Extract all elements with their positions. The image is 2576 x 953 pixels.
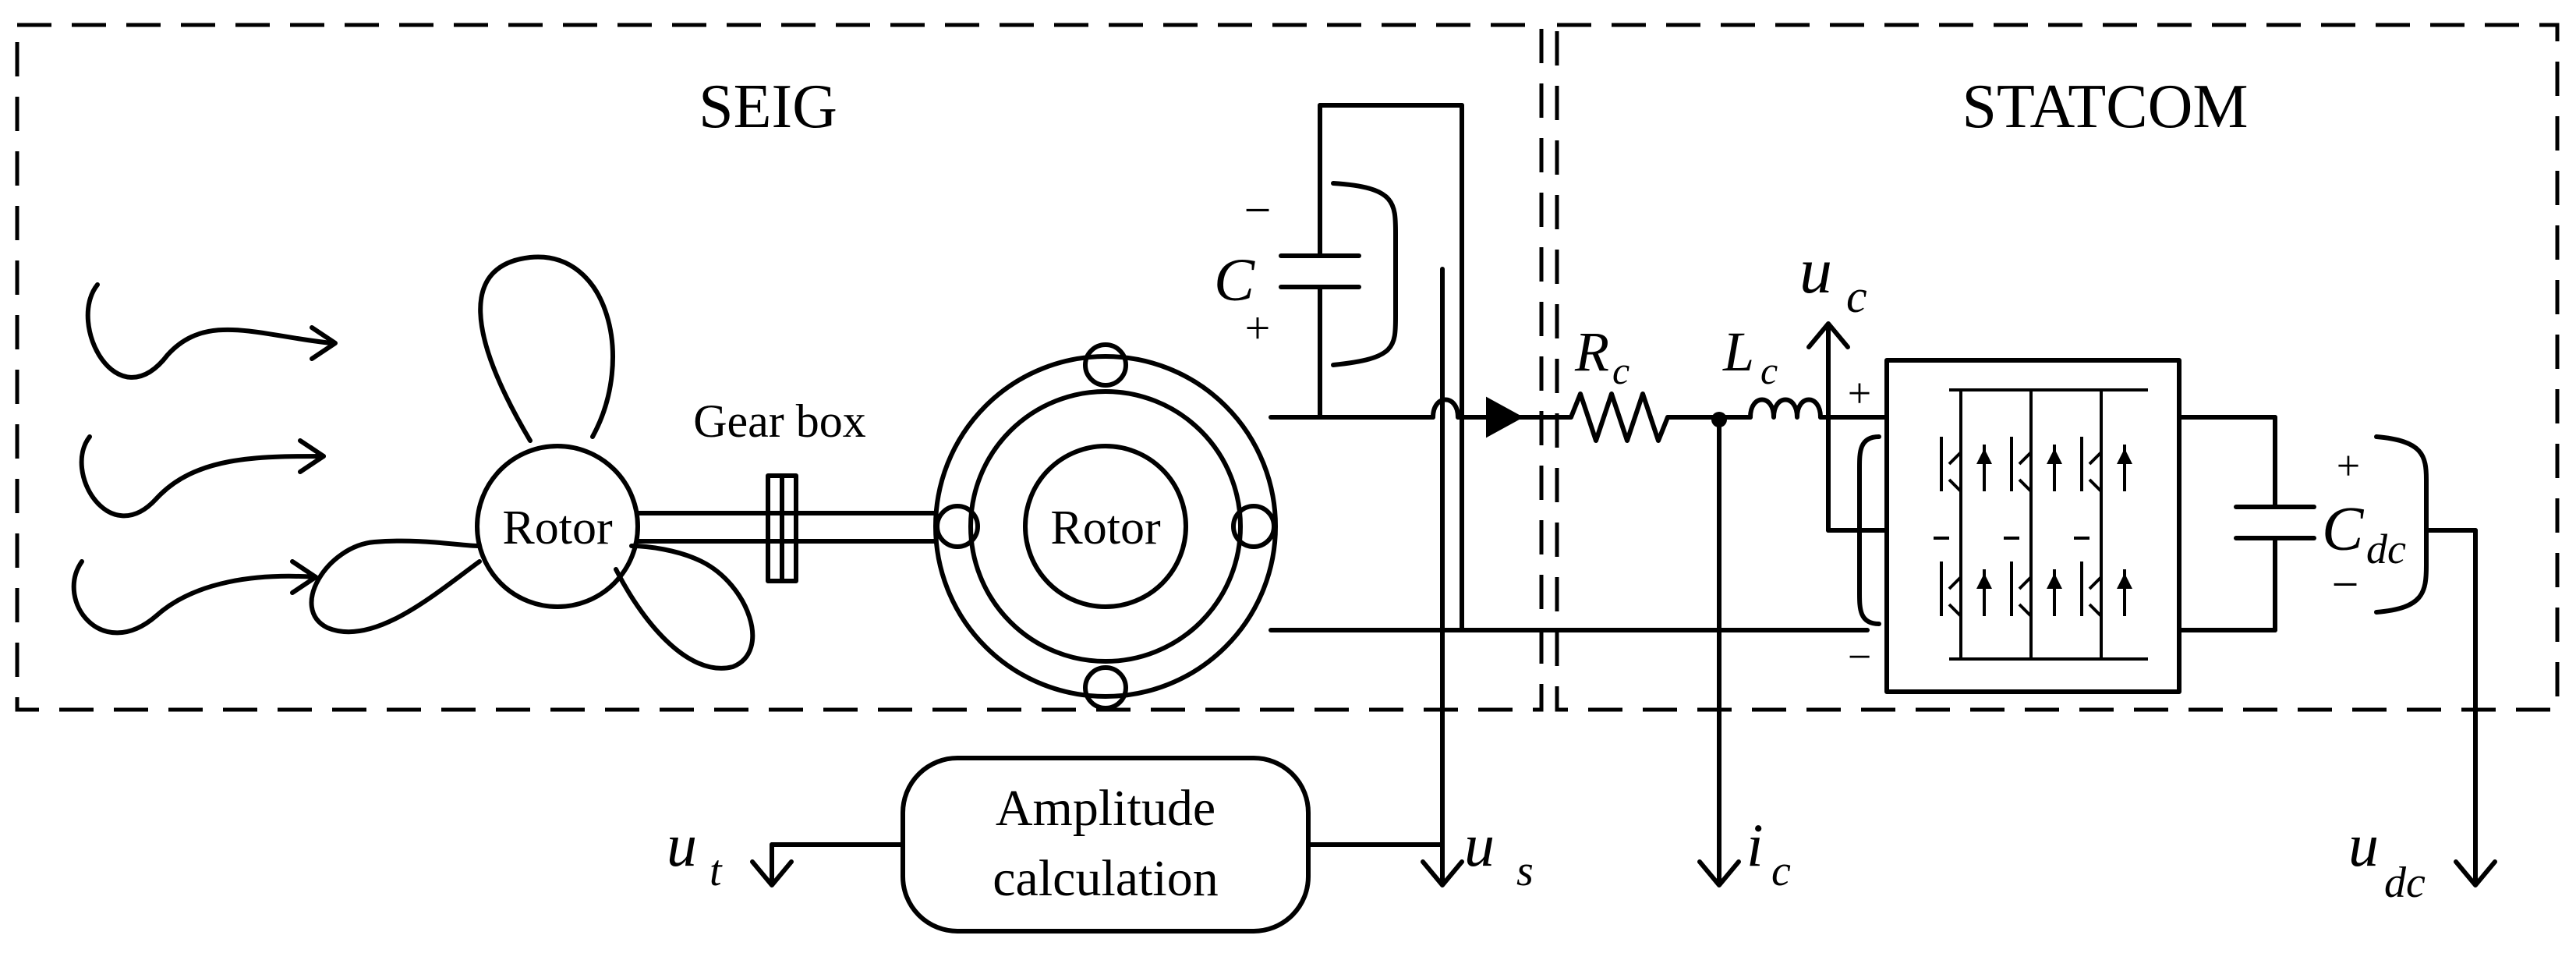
generator-rotor-label: Rotor	[1050, 501, 1161, 554]
amplitude-label-line1: Amplitude	[996, 780, 1215, 837]
ut-arrow-head	[750, 859, 794, 887]
excitation-capacitor	[1279, 103, 1464, 632]
ut-label-main: u	[667, 811, 697, 879]
excitation-capacitor-plus: +	[1245, 303, 1271, 353]
us-arrow-head	[1421, 859, 1464, 887]
cdc-label-main: C	[2322, 495, 2365, 564]
igbt-bridge	[1934, 390, 2132, 659]
current-direction-arrow	[1486, 396, 1524, 438]
voltage-source-converter	[1884, 358, 2181, 694]
gear-box	[766, 473, 798, 583]
ic-arrow-head	[1697, 859, 1741, 887]
turbine-rotor	[475, 444, 640, 609]
ic-label-main: i	[1746, 811, 1764, 879]
amplitude-label-line2: calculation	[993, 850, 1219, 907]
us-label-sub: s	[1516, 847, 1534, 895]
cdc-label-sub: dc	[2366, 526, 2406, 572]
seig-title: SEIG	[699, 73, 837, 141]
inductor-lc	[1717, 397, 1889, 420]
udc-label-main: u	[2348, 811, 2379, 879]
udc-arrow-head	[2454, 859, 2497, 887]
generator-output-lines	[1269, 415, 1870, 632]
wind-arrows	[71, 282, 338, 636]
seig-region-box	[15, 23, 1544, 712]
statcom-title: STATCOM	[1962, 73, 2249, 141]
generator	[933, 342, 1278, 710]
cdc-minus-sign: −	[2332, 558, 2359, 611]
dc-link-capacitor	[2177, 415, 2316, 632]
uc-voltage-brace	[1857, 434, 1881, 626]
excitation-capacitor-minus: −	[1244, 184, 1272, 237]
stator-winding-left	[935, 504, 980, 549]
resistor-rc	[1514, 391, 1721, 443]
excitation-capacitor-label: C	[1214, 246, 1255, 314]
gear-box-label: Gear box	[693, 395, 866, 447]
capacitor-voltage-brace	[1331, 181, 1398, 367]
statcom-region-box	[1555, 23, 2560, 712]
us-label-main: u	[1464, 811, 1495, 879]
ic-label-sub: c	[1771, 847, 1791, 895]
udc-label-sub: dc	[2384, 859, 2426, 907]
lc-label-main: L	[1722, 321, 1754, 383]
uc-label-sub: c	[1846, 271, 1867, 322]
turbine-rotor-label: Rotor	[502, 501, 613, 554]
turbine-blades	[309, 254, 755, 671]
rc-label-main: R	[1574, 321, 1609, 383]
ut-label-sub: t	[709, 847, 723, 895]
rc-label-sub: c	[1612, 349, 1629, 392]
stator-winding-top	[1083, 342, 1128, 388]
stator-winding-right	[1231, 504, 1276, 549]
lc-label-sub: c	[1760, 349, 1778, 392]
uc-label-main: u	[1799, 235, 1832, 307]
drive-shaft	[635, 511, 938, 544]
uc-plus-sign: +	[1848, 370, 1871, 416]
cdc-voltage-brace	[2374, 434, 2429, 615]
stator-winding-bottom	[1083, 665, 1128, 710]
wire-crossover	[1431, 397, 1460, 420]
cdc-plus-sign: +	[2337, 442, 2360, 489]
uc-arrow-head	[1806, 321, 1850, 349]
uc-minus-sign: −	[1848, 633, 1871, 680]
